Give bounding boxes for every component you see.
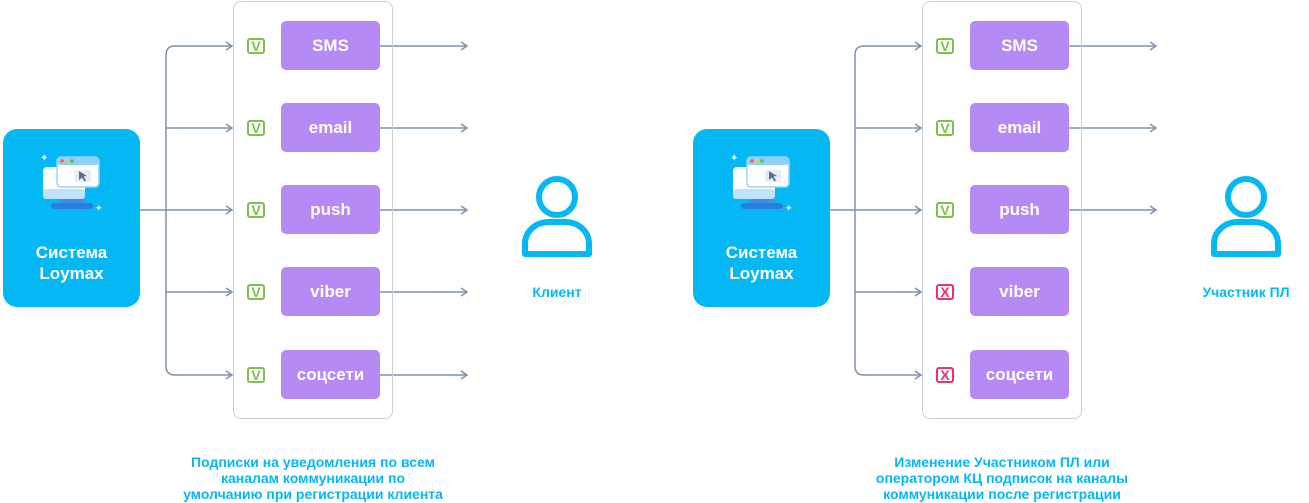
person-icon: [522, 176, 592, 257]
recipient-label: Клиент: [532, 284, 582, 300]
channel-viber: viber: [970, 267, 1069, 316]
computer-window-icon: ✦ ✦: [40, 153, 103, 213]
system-loymax-box: ✦ ✦ Система Loymax: [3, 129, 140, 307]
check-icon: V: [936, 38, 954, 54]
channel-sms: SMS: [970, 21, 1069, 70]
channels-frame: V SMS V email V push X viber X соцсети: [922, 1, 1082, 419]
check-icon: V: [247, 120, 265, 136]
svg-text:✦: ✦: [40, 153, 48, 164]
check-icon: V: [247, 284, 265, 300]
channel-push: push: [970, 185, 1069, 234]
check-icon: V: [936, 120, 954, 136]
channel-push: push: [281, 185, 380, 234]
caption: Изменение Участником ПЛ или оператором К…: [875, 454, 1129, 502]
system-label: Система Loymax: [35, 243, 108, 283]
channels-frame: V SMS V email V push V viber V соцсети: [233, 1, 393, 419]
channel-email: email: [281, 103, 380, 152]
branch-arrow: [165, 365, 232, 376]
caption: Подписки на уведомления по всем каналам …: [183, 454, 443, 502]
branch-arrow: [854, 365, 921, 376]
branch-arrow: [165, 45, 232, 56]
system-label: Система Loymax: [725, 243, 798, 283]
branch-arrow: [854, 45, 921, 56]
recipient-label: Участник ПЛ: [1202, 284, 1290, 300]
computer-window-icon: ✦ ✦: [730, 153, 793, 213]
svg-text:✦: ✦: [95, 203, 103, 213]
diagram-panel-left: ✦ ✦ Система Loymax V SMS V email V push …: [0, 0, 650, 503]
channel-social: соцсети: [970, 350, 1069, 399]
channel-viber: viber: [281, 267, 380, 316]
connector-lines: [829, 41, 1158, 380]
channel-sms: SMS: [281, 21, 380, 70]
check-icon: V: [247, 367, 265, 383]
svg-text:✦: ✦: [785, 203, 793, 213]
channel-social: соцсети: [281, 350, 380, 399]
channel-email: email: [970, 103, 1069, 152]
cross-icon: X: [936, 367, 954, 383]
system-loymax-box: ✦ ✦ Система Loymax: [693, 129, 830, 307]
svg-text:✦: ✦: [730, 153, 738, 164]
diagram-panel-right: ✦ ✦ Система Loymax V SMS V email V push …: [689, 0, 1309, 503]
check-icon: V: [247, 202, 265, 218]
connector-lines: [140, 41, 469, 380]
cross-icon: X: [936, 284, 954, 300]
check-icon: V: [247, 38, 265, 54]
check-icon: V: [936, 202, 954, 218]
person-icon: [1211, 176, 1281, 257]
